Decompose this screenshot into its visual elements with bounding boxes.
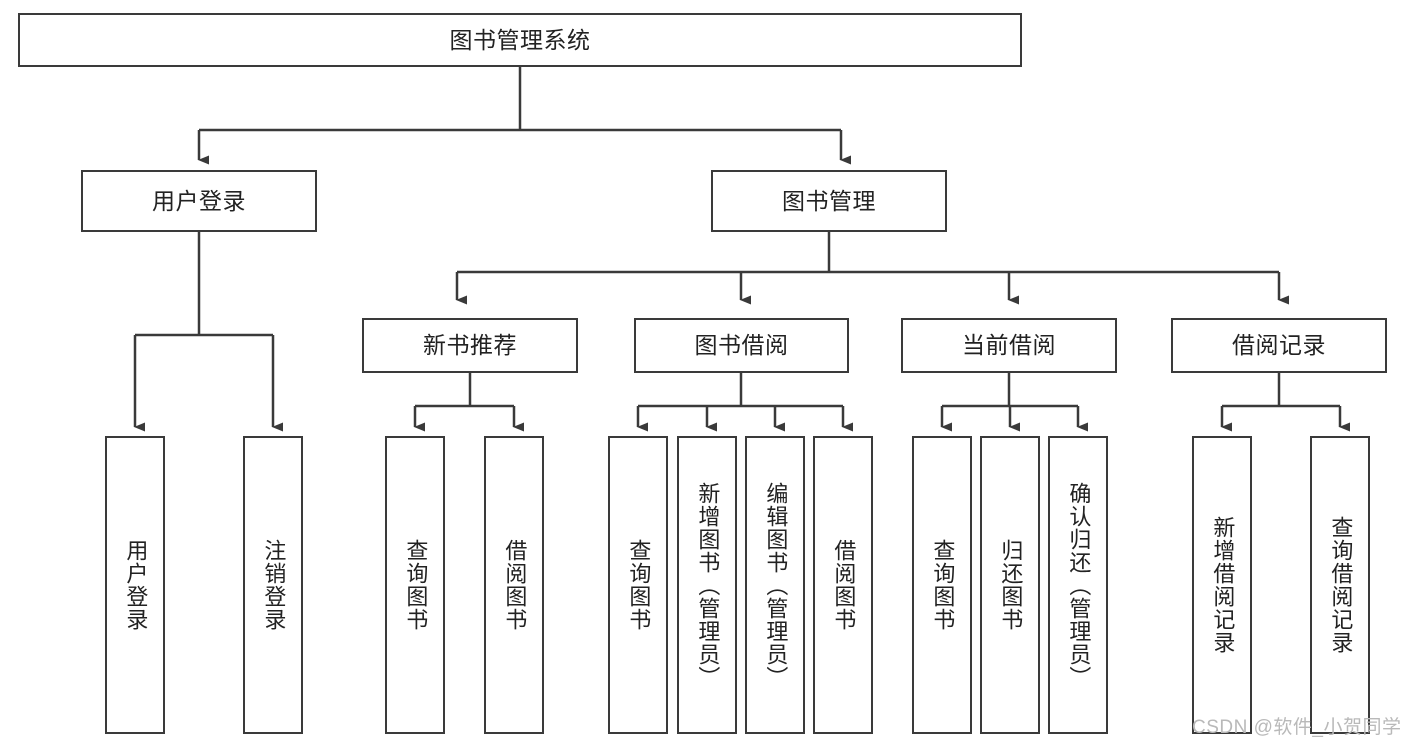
- leaf-borrow-query-book-label: 查询图书: [626, 539, 652, 631]
- leaf-edit-book-admin-label: 编辑图书（管理员）: [763, 481, 789, 689]
- node-book-borrow[interactable]: 图书借阅: [634, 318, 849, 373]
- edges-root-to-level2: [197, 67, 851, 165]
- node-user-login-label: 用户登录: [152, 187, 246, 214]
- node-book-management[interactable]: 图书管理: [711, 170, 947, 232]
- leaf-borrow-book-label: 借阅图书: [831, 539, 857, 631]
- leaf-user-login-label: 用户登录: [123, 539, 149, 631]
- leaf-add-book-admin[interactable]: 新增图书（管理员）: [677, 436, 737, 734]
- node-root-system[interactable]: 图书管理系统: [18, 13, 1022, 67]
- leaf-current-query-book[interactable]: 查询图书: [912, 436, 972, 734]
- leaf-query-borrow-record-label: 查询借阅记录: [1328, 516, 1354, 654]
- leaf-add-borrow-record-label: 新增借阅记录: [1210, 516, 1236, 654]
- leaf-logout[interactable]: 注销登录: [243, 436, 303, 734]
- leaf-edit-book-admin[interactable]: 编辑图书（管理员）: [745, 436, 805, 734]
- leaf-recommend-borrow-book[interactable]: 借阅图书: [484, 436, 544, 734]
- edges-book-borrow-leaves: [636, 373, 853, 432]
- leaf-recommend-borrow-book-label: 借阅图书: [502, 539, 528, 631]
- edges-user-login-leaves: [133, 232, 283, 432]
- leaf-user-login[interactable]: 用户登录: [105, 436, 165, 734]
- node-user-login[interactable]: 用户登录: [81, 170, 317, 232]
- leaf-borrow-query-book[interactable]: 查询图书: [608, 436, 668, 734]
- leaf-return-book-label: 归还图书: [998, 539, 1024, 631]
- node-current-borrow-label: 当前借阅: [962, 332, 1056, 359]
- leaf-current-query-book-label: 查询图书: [930, 539, 956, 631]
- edges-current-borrow-leaves: [940, 373, 1088, 432]
- edges-book-mgmt-to-level3: [455, 232, 1289, 305]
- leaf-return-book[interactable]: 归还图书: [980, 436, 1040, 734]
- leaf-logout-label: 注销登录: [261, 539, 287, 631]
- leaf-borrow-book[interactable]: 借阅图书: [813, 436, 873, 734]
- leaf-query-borrow-record[interactable]: 查询借阅记录: [1310, 436, 1370, 734]
- node-current-borrow[interactable]: 当前借阅: [901, 318, 1117, 373]
- edges-borrow-record-leaves: [1220, 373, 1350, 432]
- node-new-book-recommend[interactable]: 新书推荐: [362, 318, 578, 373]
- node-book-borrow-label: 图书借阅: [694, 332, 789, 359]
- csdn-watermark: CSDN @软件_小贺同学: [1192, 717, 1402, 738]
- leaf-add-book-admin-label: 新增图书（管理员）: [695, 481, 721, 689]
- leaf-add-borrow-record[interactable]: 新增借阅记录: [1192, 436, 1252, 734]
- node-new-book-recommend-label: 新书推荐: [423, 332, 517, 359]
- edges-new-book-leaves: [413, 373, 524, 432]
- node-borrow-record-label: 借阅记录: [1232, 332, 1326, 359]
- leaf-recommend-query-book-label: 查询图书: [403, 539, 429, 631]
- node-borrow-record[interactable]: 借阅记录: [1171, 318, 1387, 373]
- node-root-system-label: 图书管理系统: [449, 26, 591, 53]
- leaf-confirm-return-admin[interactable]: 确认归还（管理员）: [1048, 436, 1108, 734]
- node-book-management-label: 图书管理: [782, 187, 876, 214]
- leaf-confirm-return-admin-label: 确认归还（管理员）: [1066, 481, 1092, 689]
- leaf-recommend-query-book[interactable]: 查询图书: [385, 436, 445, 734]
